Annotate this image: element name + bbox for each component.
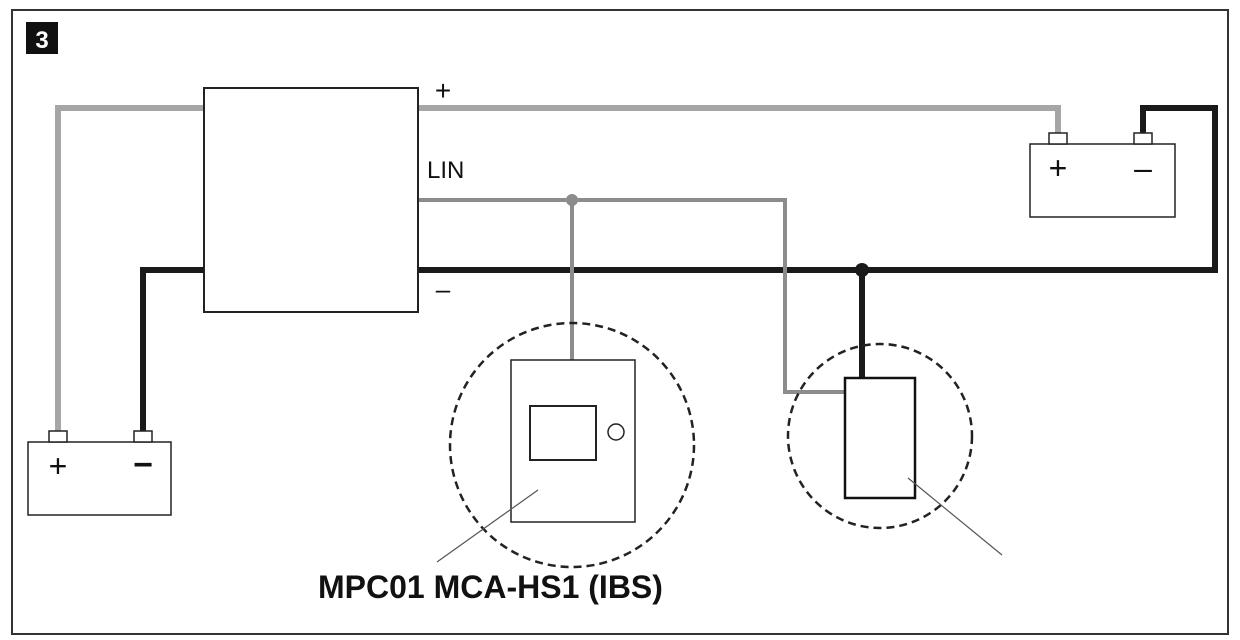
wire-left-battery-negative	[140, 267, 204, 432]
right-battery: + –	[1029, 132, 1176, 218]
left-battery: + −	[27, 430, 172, 516]
sensor-highlight-circle	[786, 342, 974, 530]
output-minus-label: –	[436, 274, 451, 304]
panel-highlight-circle	[448, 321, 696, 569]
controller-box	[203, 87, 419, 313]
left-battery-minus-sign: −	[133, 446, 153, 484]
figure-frame	[11, 9, 1229, 635]
control-panel-knob	[607, 423, 625, 441]
panel-leader-line	[436, 489, 539, 563]
right-battery-negative-terminal	[1133, 132, 1153, 145]
wire-right-battery-negative	[418, 105, 1218, 273]
right-battery-body	[1029, 143, 1176, 218]
figure-number: 3	[35, 27, 48, 54]
control-panel-display	[529, 405, 597, 461]
wire-lin-bus	[418, 198, 845, 394]
sensor-leader-line	[907, 477, 1003, 556]
left-battery-negative-terminal	[133, 430, 153, 443]
lin-label: LIN	[427, 157, 464, 184]
left-battery-positive-terminal	[48, 430, 68, 443]
figure-number-badge	[26, 22, 58, 54]
right-battery-minus-sign: –	[1134, 150, 1152, 186]
right-battery-plus-sign: +	[1049, 150, 1068, 186]
lin-junction-dot	[566, 194, 578, 206]
left-battery-plus-sign: +	[49, 448, 68, 484]
components-caption: MPC01 MCA-HS1 (IBS)	[318, 569, 663, 605]
output-plus-label: +	[435, 75, 451, 106]
wire-positive-output	[418, 105, 1061, 134]
negative-junction-dot	[855, 263, 869, 277]
wire-left-battery-positive	[55, 105, 204, 432]
battery-sensor-body	[843, 376, 917, 500]
right-battery-positive-terminal	[1048, 132, 1068, 145]
left-battery-body	[27, 441, 172, 516]
